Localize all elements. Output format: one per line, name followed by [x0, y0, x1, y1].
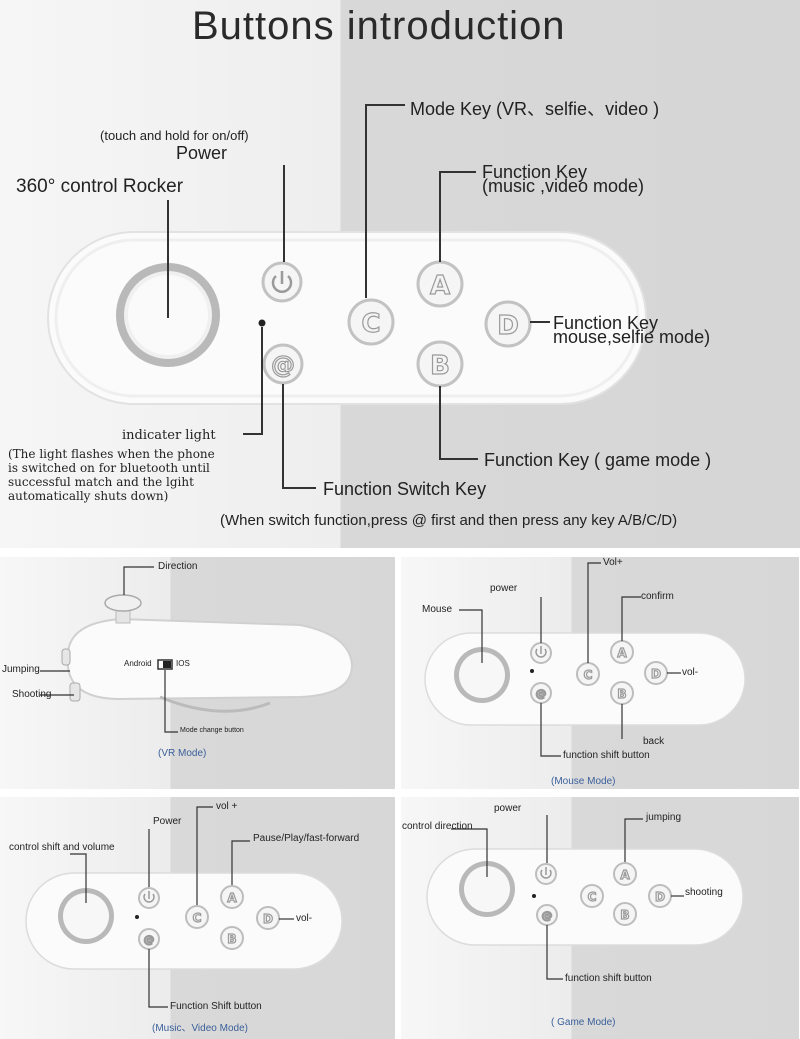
mouse-mouse-label: Mouse — [422, 604, 453, 615]
mouse-at-label: @ — [536, 687, 547, 700]
vr-jumping-label: Jumping — [2, 664, 40, 675]
music-d-icon — [256, 906, 280, 930]
vr-controller-illustration — [40, 566, 354, 733]
switch-note: (When switch function,press @ first and … — [220, 512, 678, 529]
music-at-label: @ — [144, 933, 155, 946]
indicator-note-3: successful match and the lgiht — [8, 475, 194, 489]
mouse-confirm-label: confirm — [641, 591, 674, 602]
at-button-icon — [262, 343, 304, 385]
game-caption: ( Game Mode) — [551, 1017, 616, 1028]
d-label: D — [497, 311, 519, 341]
a-label: A — [430, 271, 450, 301]
mouse-shift-label: function shift button — [563, 750, 650, 761]
power-hint: (touch and hold for on/off) — [100, 128, 249, 143]
game-shift-label: function shift button — [565, 973, 652, 984]
music-b-icon — [220, 926, 244, 950]
music-a-icon — [220, 885, 244, 909]
vr-android-label: Android — [124, 659, 152, 668]
music-shift-label: Function Shift button — [170, 1001, 262, 1012]
vr-mode-change-label: Mode change button — [180, 727, 244, 734]
function-key-mouse-sub: mouse,selfie mode) — [553, 327, 711, 347]
top-panel: A B C D @ Buttons introduction Mode Key … — [0, 0, 800, 548]
mouse-a-label: A — [617, 646, 627, 660]
page-title: Buttons introduction — [192, 4, 566, 48]
mouse-c-label: C — [584, 668, 593, 682]
b-label: B — [430, 351, 450, 381]
rocker-label: 360° control Rocker — [16, 176, 184, 197]
vr-direction-label: Direction — [158, 561, 198, 572]
mouse-b-label: B — [617, 687, 626, 701]
mode-key-label: Mode Key (VR、selfie、video ) — [410, 99, 660, 119]
game-at-label: @ — [542, 909, 553, 922]
mouse-back-label: back — [643, 736, 665, 747]
game-controller-illustration: A B C D @ — [426, 815, 744, 980]
function-key-mouse-label: Function Key — [553, 313, 659, 333]
mouse-d-label: D — [651, 667, 661, 681]
music-vol-plus-label: vol + — [216, 801, 238, 812]
music-caption: (Music、Video Mode) — [152, 1023, 248, 1034]
game-shooting-label: shooting — [685, 887, 723, 898]
music-d-label: D — [263, 912, 273, 926]
music-mode-panel: A B C D @ vol + Power Pause/Play/fast-fo… — [0, 797, 395, 1039]
mouse-controller-illustration: A B C D @ — [424, 562, 746, 757]
c-label: C — [361, 309, 380, 339]
vr-caption: (VR Mode) — [158, 748, 207, 759]
mouse-mode-panel: A B C D @ Vol+ power confirm Mouse vol- … — [401, 557, 799, 789]
game-b-label: B — [620, 908, 629, 922]
music-a-label: A — [227, 891, 237, 905]
mouse-vol-plus-label: Vol+ — [603, 557, 623, 568]
leader-lines — [243, 104, 550, 489]
game-jumping-label: jumping — [646, 812, 682, 823]
function-key-game-label: Function Key ( game mode ) — [484, 450, 712, 470]
vr-mode-panel: Direction Jumping Shooting Android IOS M… — [0, 557, 395, 789]
game-c-icon — [580, 884, 604, 908]
vr-controller-body — [67, 617, 354, 701]
indicator-label: indicater light — [122, 428, 216, 443]
game-d-label: D — [655, 890, 665, 904]
function-key-music-sub: (music ,video mode) — [482, 176, 645, 196]
mouse-vol-minus-label: vol- — [682, 667, 699, 678]
d-button-icon — [484, 300, 532, 348]
indicator-light-icon — [258, 319, 266, 327]
game-a-icon — [613, 862, 637, 886]
music-power-label: Power — [153, 816, 182, 827]
mouse-caption: (Mouse Mode) — [551, 776, 616, 787]
c-button-icon — [347, 298, 395, 346]
indicator-note-4: automatically shuts down) — [8, 489, 169, 503]
music-c-label: C — [193, 911, 202, 925]
indicator-note-2: is switched on for bluetooth until — [8, 461, 210, 475]
vr-shooting-label: Shooting — [12, 689, 52, 700]
music-pause-label: Pause/Play/fast-forward — [253, 833, 360, 844]
game-control-label: control direction — [402, 821, 473, 832]
music-b-label: B — [227, 932, 236, 946]
music-control-label: control shift and volume — [9, 842, 115, 853]
game-b-icon — [613, 902, 637, 926]
music-vol-minus-label: vol- — [296, 913, 313, 924]
at-label: @ — [271, 351, 295, 379]
function-key-music-label: Function Key — [482, 162, 588, 182]
game-c-label: C — [588, 890, 597, 904]
music-controller-illustration: A B C D @ — [25, 806, 343, 1008]
function-switch-label: Function Switch Key — [323, 479, 487, 499]
top-controller-illustration: A B C D @ — [47, 104, 647, 489]
indicator-note-1: (The light flashes when the phone — [8, 447, 215, 461]
vr-ios-label: IOS — [176, 659, 190, 668]
joystick-icon — [104, 594, 142, 612]
game-power-label: power — [494, 803, 522, 814]
music-c-icon — [185, 905, 209, 929]
power-label: Power — [176, 143, 228, 163]
mouse-power-label: power — [490, 583, 518, 594]
game-a-label: A — [620, 868, 630, 882]
game-mode-panel: A B C D @ power jumping control directio… — [401, 797, 799, 1039]
